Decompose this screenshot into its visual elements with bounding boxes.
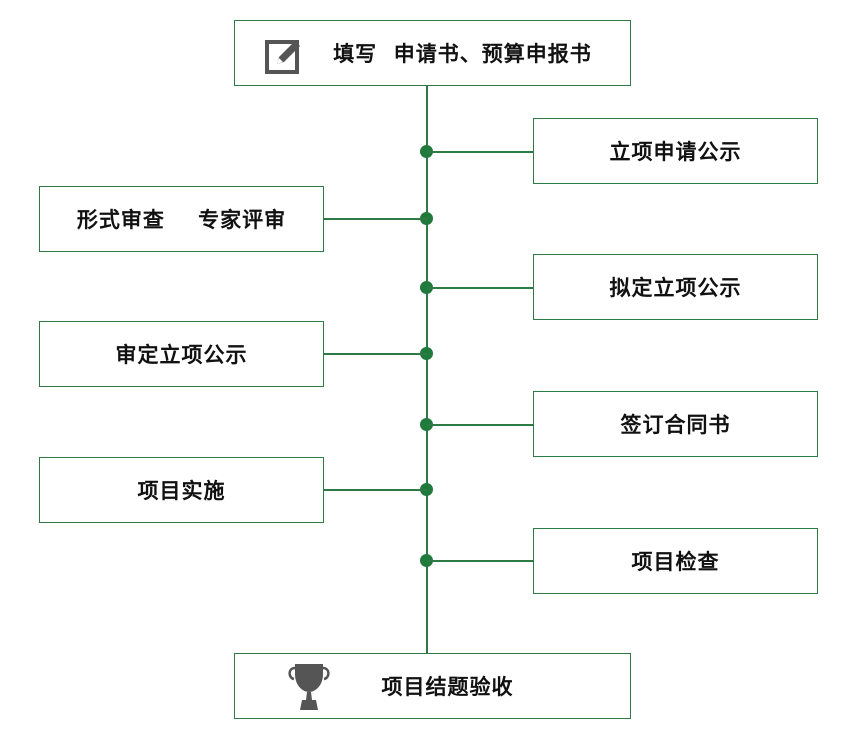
step-label: 项目结题验收 bbox=[381, 675, 514, 699]
connector-line bbox=[323, 489, 427, 491]
timeline-dot bbox=[420, 145, 433, 158]
timeline-dot bbox=[420, 281, 433, 294]
step-label: 项目实施 bbox=[137, 479, 226, 503]
connector-line bbox=[427, 151, 534, 153]
step-project-application-notice: 立项申请公示 bbox=[533, 118, 818, 184]
edit-icon bbox=[265, 40, 300, 74]
step-sign-contract: 签订合同书 bbox=[533, 391, 818, 457]
timeline-spine bbox=[426, 86, 428, 654]
step-fill-application: 填写 申请书、预算申报书 bbox=[234, 20, 631, 86]
step-proposed-project-notice: 拟定立项公示 bbox=[533, 254, 818, 320]
timeline-dot bbox=[420, 418, 433, 431]
timeline-dot bbox=[420, 554, 433, 567]
step-label: 审定立项公示 bbox=[115, 343, 248, 367]
step-project-inspection: 项目检查 bbox=[533, 528, 818, 594]
trophy-icon bbox=[288, 664, 330, 710]
step-project-acceptance: 项目结题验收 bbox=[234, 653, 631, 719]
connector-line bbox=[323, 353, 427, 355]
connector-line bbox=[427, 560, 534, 562]
step-label: 立项申请公示 bbox=[609, 140, 742, 164]
step-label: 签订合同书 bbox=[620, 413, 731, 437]
step-label: 填写 申请书、预算申报书 bbox=[333, 42, 592, 66]
connector-line bbox=[427, 287, 534, 289]
step-label: 拟定立项公示 bbox=[609, 276, 742, 300]
step-approved-project-notice: 审定立项公示 bbox=[39, 321, 324, 387]
step-project-implementation: 项目实施 bbox=[39, 457, 324, 523]
step-formal-expert-review: 形式审查 专家评审 bbox=[39, 186, 324, 252]
connector-line bbox=[323, 218, 427, 220]
step-label: 项目检查 bbox=[631, 550, 720, 574]
step-label: 形式审查 专家评审 bbox=[76, 208, 287, 232]
connector-line bbox=[427, 424, 534, 426]
